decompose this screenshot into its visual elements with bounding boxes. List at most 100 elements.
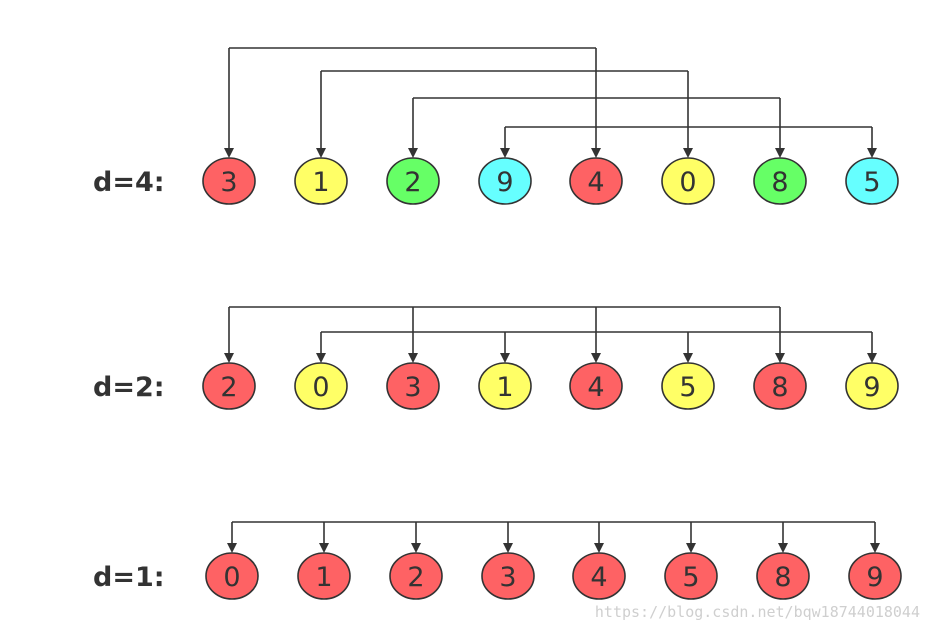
arrow-head (591, 148, 601, 158)
node: 0 (661, 157, 715, 205)
arrow-head (683, 148, 693, 158)
arrow-head (686, 543, 696, 553)
node: 2 (202, 362, 256, 410)
node: 8 (756, 552, 810, 600)
arrow-head (870, 543, 880, 553)
node-value: 9 (866, 562, 883, 593)
node-value: 3 (404, 372, 421, 403)
connector-group (227, 521, 880, 553)
node: 9 (845, 362, 899, 410)
connector-group (408, 97, 785, 158)
node: 9 (478, 157, 532, 205)
node-circle (661, 157, 715, 205)
node-value: 8 (774, 562, 791, 593)
node-circle (478, 157, 532, 205)
node-value: 3 (499, 562, 516, 593)
arrow-head (408, 353, 418, 363)
arrow-head (411, 543, 421, 553)
node-value: 1 (315, 562, 332, 593)
node-value: 4 (587, 167, 604, 198)
node-circle (661, 362, 715, 410)
node-circle (202, 157, 256, 205)
node-circle (386, 362, 440, 410)
node-circle (569, 157, 623, 205)
node: 4 (569, 362, 623, 410)
node: 5 (664, 552, 718, 600)
node: 0 (205, 552, 259, 600)
node-value: 8 (771, 372, 788, 403)
node: 3 (481, 552, 535, 600)
node-circle (478, 362, 532, 410)
arrow-head (591, 353, 601, 363)
node-value: 9 (496, 167, 513, 198)
node-circle (205, 552, 259, 600)
node-value: 2 (404, 167, 421, 198)
node: 8 (753, 157, 807, 205)
node-circle (202, 362, 256, 410)
row-label: d=4: (93, 167, 165, 198)
arrow-head (867, 353, 877, 363)
watermark: https://blog.csdn.net/bqw18744018044 (595, 603, 920, 621)
row-d4: d=4: 3 1 2 9 4 0 8 5 (93, 157, 899, 205)
node: 1 (297, 552, 351, 600)
arrow-head (500, 353, 510, 363)
node: 4 (569, 157, 623, 205)
node: 3 (386, 362, 440, 410)
node: 1 (294, 157, 348, 205)
node-circle (389, 552, 443, 600)
row-label: d=2: (93, 372, 165, 403)
arrow-head (775, 148, 785, 158)
connector-group (316, 331, 877, 363)
node: 1 (478, 362, 532, 410)
arrow-head (224, 353, 234, 363)
arrow-head (224, 148, 234, 158)
arrow-head (408, 148, 418, 158)
node-value: 3 (220, 167, 237, 198)
connector-group (500, 126, 877, 158)
node-circle (294, 362, 348, 410)
node-value: 0 (223, 562, 240, 593)
node-value: 9 (863, 372, 880, 403)
connector-lines (224, 47, 880, 553)
node-value: 2 (220, 372, 237, 403)
node-value: 4 (590, 562, 607, 593)
node-circle (845, 157, 899, 205)
node-value: 8 (771, 167, 788, 198)
node-value: 1 (312, 167, 329, 198)
node-circle (569, 362, 623, 410)
arrow-head (867, 148, 877, 158)
node-circle (572, 552, 626, 600)
node-circle (294, 157, 348, 205)
node: 5 (845, 157, 899, 205)
arrow-head (778, 543, 788, 553)
node: 4 (572, 552, 626, 600)
connector-group (224, 47, 601, 158)
node-circle (297, 552, 351, 600)
node-value: 5 (682, 562, 699, 593)
node: 0 (294, 362, 348, 410)
arrow-head (227, 543, 237, 553)
arrow-head (500, 148, 510, 158)
node-circle (753, 362, 807, 410)
node: 2 (386, 157, 440, 205)
arrow-head (594, 543, 604, 553)
arrow-head (316, 148, 326, 158)
arrow-head (503, 543, 513, 553)
node-circle (481, 552, 535, 600)
node-value: 0 (312, 372, 329, 403)
connector-group (316, 70, 693, 158)
node-value: 4 (587, 372, 604, 403)
node-value: 0 (679, 167, 696, 198)
connector-group (224, 306, 785, 363)
arrow-head (319, 543, 329, 553)
node-circle (845, 362, 899, 410)
node-value: 1 (496, 372, 513, 403)
node-value: 2 (407, 562, 424, 593)
arrow-head (316, 353, 326, 363)
arrow-head (775, 353, 785, 363)
node-circle (753, 157, 807, 205)
arrow-head (683, 353, 693, 363)
